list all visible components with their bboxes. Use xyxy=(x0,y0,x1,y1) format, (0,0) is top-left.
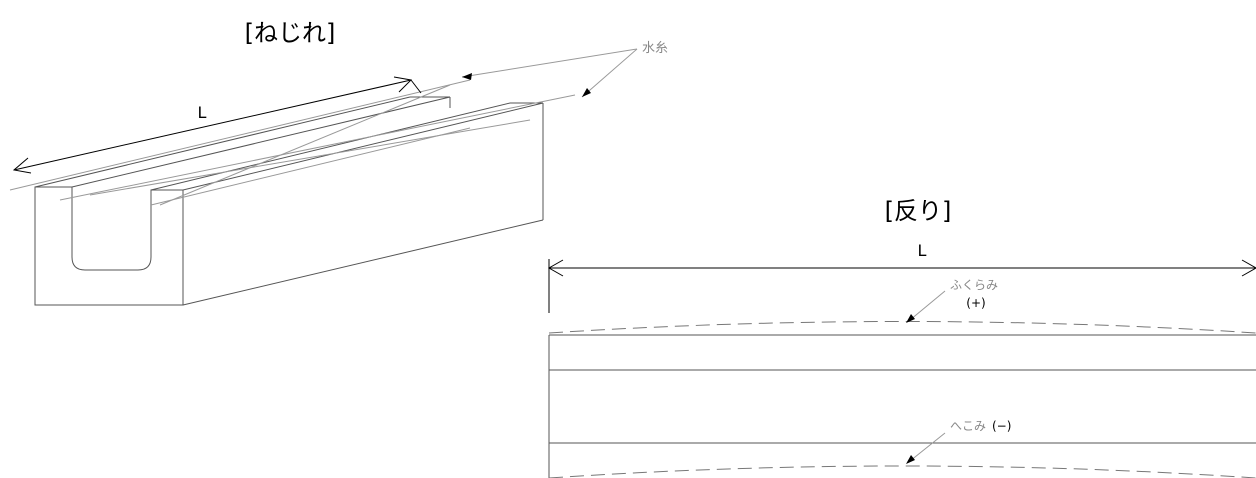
twist-title: [ねじれ] xyxy=(245,19,336,47)
string-line-3 xyxy=(59,94,576,201)
leader-line-1 xyxy=(461,48,638,78)
dent-leader-arrow xyxy=(906,455,915,464)
dent-label: へこみ xyxy=(950,419,986,433)
warp-title: [反り] xyxy=(885,197,952,225)
u-gutter-block xyxy=(34,96,544,306)
dent-leader xyxy=(909,432,946,462)
strings xyxy=(9,79,576,206)
bulge-label: ふくらみ xyxy=(950,278,998,292)
string-line-1 xyxy=(9,79,471,191)
warp-dim-arrow-right xyxy=(1241,259,1256,277)
twist-dimension: L xyxy=(12,76,422,174)
string-leader: 水糸 xyxy=(461,41,668,98)
groove-line xyxy=(150,127,471,206)
dent-annotation: へこみ (−) xyxy=(906,419,1011,464)
leader-arrow-2 xyxy=(582,88,591,97)
side-bottom-edge xyxy=(182,219,544,306)
top-left-near xyxy=(71,96,451,188)
twist-dim-line xyxy=(13,79,412,171)
dent-sign: (−) xyxy=(992,419,1011,433)
warp-dim-arrow-left xyxy=(547,259,564,277)
twist-diagram: [ねじれ] xyxy=(9,19,668,306)
bulge-annotation: ふくらみ (+) xyxy=(906,278,998,323)
leader-line-2 xyxy=(581,48,638,98)
front-outline xyxy=(34,186,184,306)
bulge-leader-arrow xyxy=(906,314,915,323)
leader-arrow-1 xyxy=(462,73,472,80)
string-line-4 xyxy=(89,119,531,196)
twist-dim-arrow-right xyxy=(393,76,413,93)
string-label: 水糸 xyxy=(642,41,668,56)
top-left-far xyxy=(34,96,411,188)
dent-curve xyxy=(548,465,1256,478)
string-line-2 xyxy=(159,84,451,206)
twist-length-label: L xyxy=(198,103,207,122)
warp-length-label: L xyxy=(918,241,927,260)
warp-dimension: L xyxy=(547,241,1256,313)
bulge-curve xyxy=(548,321,1256,334)
warp-diagram: [反り] L ふくらみ (+) へこみ (−) xyxy=(547,197,1256,478)
twist-dim-tick xyxy=(410,79,422,94)
top-right-near xyxy=(150,102,511,191)
bulge-leader xyxy=(909,290,946,321)
top-right-far xyxy=(182,102,544,191)
twist-dim-arrow-left xyxy=(12,157,32,174)
bulge-sign: (+) xyxy=(966,296,985,310)
